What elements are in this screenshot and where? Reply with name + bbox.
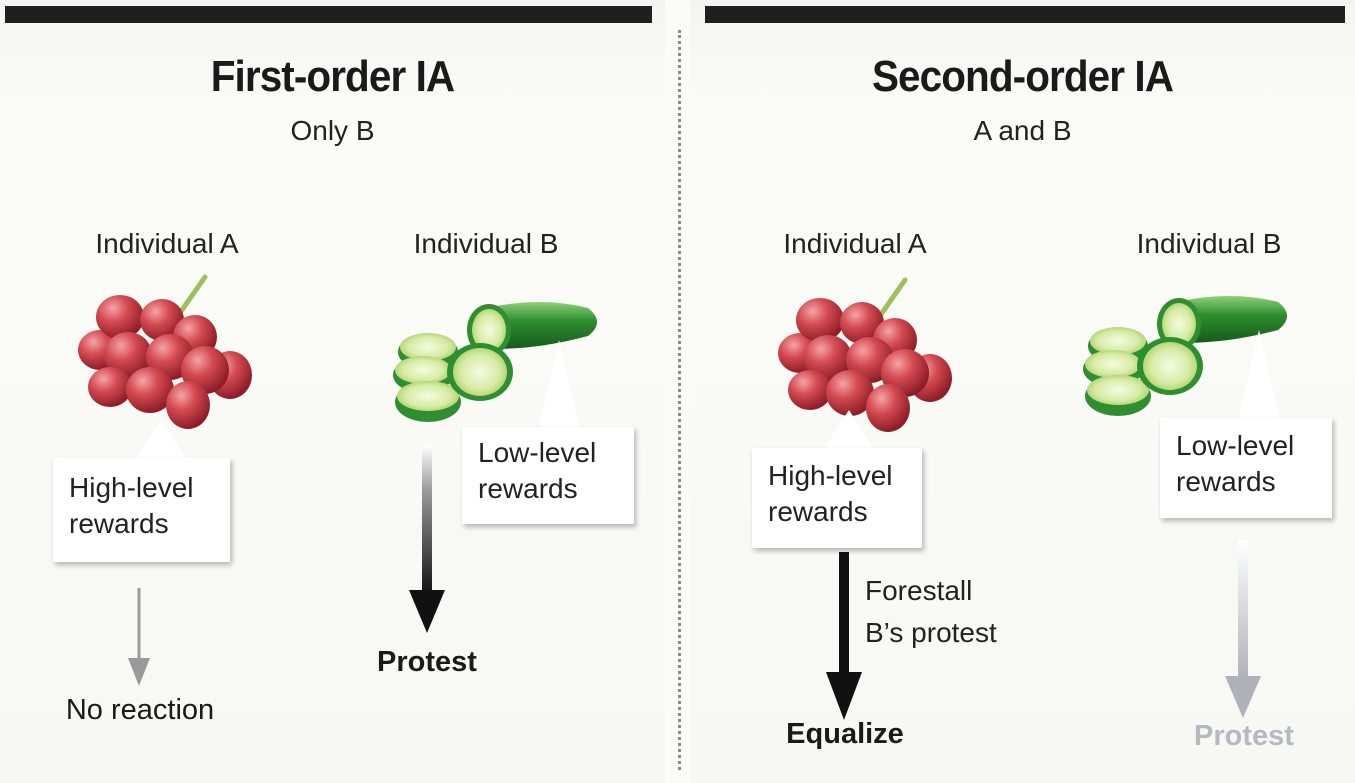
- panel-title: Second-order IA: [871, 52, 1174, 101]
- callout-line: Low-level: [1176, 430, 1295, 461]
- panel-divider: [678, 30, 681, 770]
- panel-subtitle: Only B: [290, 115, 375, 146]
- panel-title: First-order IA: [210, 52, 455, 101]
- callout-pointer: [823, 410, 875, 450]
- callout-line: rewards: [1176, 466, 1276, 497]
- outcome-protest: Protest: [377, 646, 477, 678]
- forestall-note: Forestall B’s protest: [865, 570, 997, 654]
- individual-a-label: Individual A: [783, 228, 927, 259]
- low-level-rewards-callout: Low-level rewards: [1160, 418, 1332, 518]
- arrow-no-reaction: [128, 588, 150, 686]
- cucumber-slices-icon: [393, 301, 597, 422]
- callout-pointer: [135, 420, 187, 460]
- callout-line: rewards: [478, 473, 578, 504]
- callout-line: rewards: [69, 508, 169, 539]
- callout-line: High-level: [69, 472, 194, 503]
- callout-pointer: [537, 340, 581, 435]
- arrow-equalize: [826, 552, 862, 720]
- callout-line: High-level: [768, 460, 893, 491]
- red-grapes-icon: [778, 277, 952, 432]
- individual-a-label: Individual A: [95, 228, 239, 259]
- high-level-rewards-callout: High-level rewards: [53, 458, 230, 562]
- outcome-no-reaction: No reaction: [65, 694, 215, 726]
- panel-subtitle: A and B: [973, 115, 1072, 146]
- panel-second-order: Second-order IA A and B Individual A Ind…: [690, 0, 1355, 783]
- note-line: Forestall: [865, 575, 973, 606]
- outcome-protest-muted: Protest: [1194, 720, 1294, 752]
- top-bar: [705, 6, 1345, 23]
- callout-line: Low-level: [478, 437, 597, 468]
- panel-first-order: First-order IA Only B Individual A Indiv…: [0, 0, 665, 783]
- individual-b-label: Individual B: [1136, 228, 1282, 259]
- note-line: B’s protest: [865, 617, 997, 648]
- individual-b-label: Individual B: [413, 228, 559, 259]
- top-bar: [5, 6, 652, 23]
- outcome-equalize: Equalize: [786, 718, 904, 750]
- high-level-rewards-callout: High-level rewards: [752, 448, 922, 548]
- arrow-protest-faded: [1225, 540, 1261, 718]
- red-grapes-icon: [78, 274, 252, 429]
- callout-pointer: [1237, 330, 1281, 425]
- callout-line: rewards: [768, 496, 868, 527]
- low-level-rewards-callout: Low-level rewards: [462, 427, 634, 524]
- arrow-protest: [409, 445, 445, 633]
